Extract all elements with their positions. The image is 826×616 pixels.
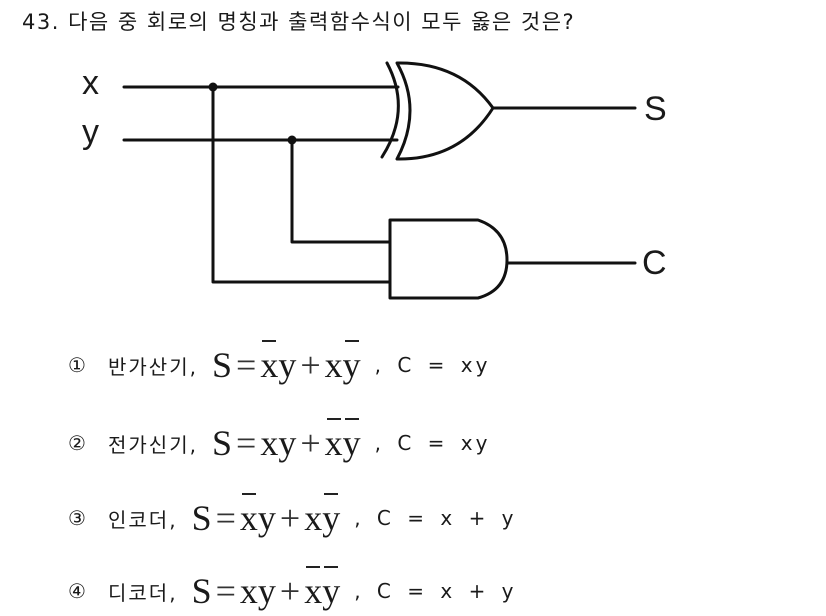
x-bar: x [324,418,343,463]
x-bar: x [239,493,258,538]
x-junction-dot [208,82,218,92]
y-bar: y [342,418,361,463]
carry-formula: , C = xy [374,353,491,377]
input-label-x: x [82,64,99,102]
y-junction-dot [287,135,297,145]
question-body: 다음 중 회로의 명칭과 출력함수식이 모두 옳은 것은? [68,10,576,34]
output-label-c: C [642,244,667,282]
question-number: 43. [22,10,60,34]
option-circuit-name: 반가산기, [108,354,198,379]
option-marker: ① [68,353,86,377]
x-bar: x [260,340,279,385]
x-branch-wire [211,85,392,284]
xor-extra-arc [380,61,400,159]
y-bar: y [342,340,361,385]
option-marker: ② [68,431,86,455]
carry-formula: , C = x + y [354,579,517,603]
option-circuit-name: 인코더, [108,507,178,532]
carry-formula: , C = x + y [354,506,517,530]
y-bar: y [322,493,341,538]
question-text: 43. 다음 중 회로의 명칭과 출력함수식이 모두 옳은 것은? [22,6,575,36]
y-branch-wire [290,138,392,244]
option-circuit-name: 전가신기, [108,432,198,457]
y-bar: y [322,566,341,611]
x-bar: x [304,566,323,611]
xor-gate-body [395,61,495,161]
option-marker: ④ [68,579,86,603]
input-label-y: y [82,113,99,151]
option-marker: ③ [68,506,86,530]
and-gate-body [388,218,509,300]
half-adder-circuit-diagram [122,61,637,300]
carry-formula: , C = xy [374,431,491,455]
output-label-s: S [644,90,667,128]
option-circuit-name: 디코더, [108,580,178,605]
